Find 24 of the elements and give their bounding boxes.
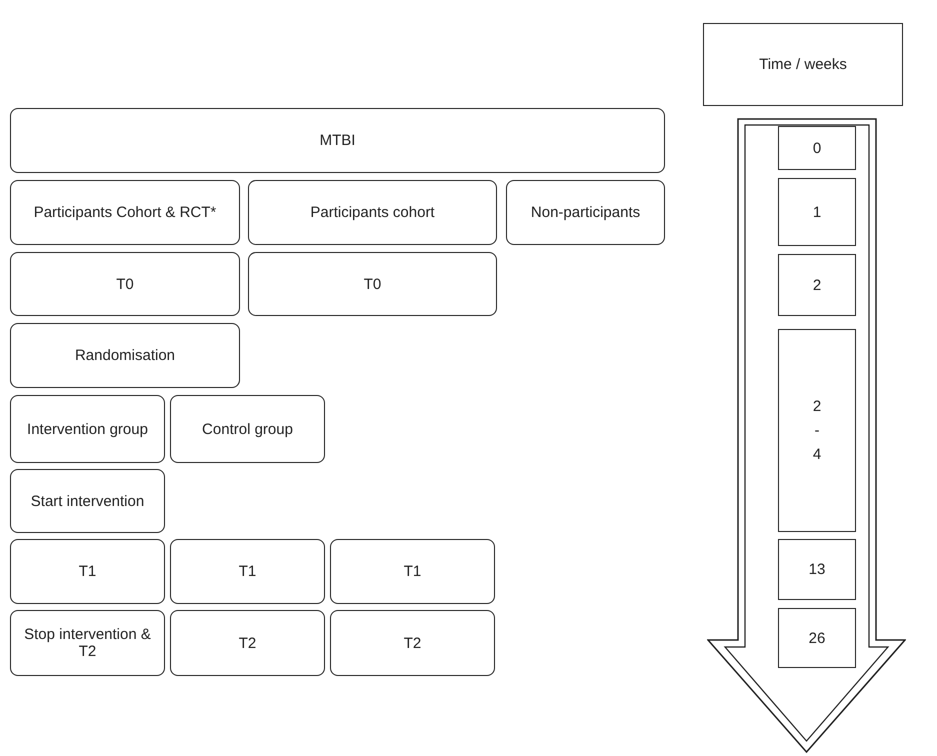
process-box: Stop intervention & T2 xyxy=(10,610,165,676)
process-box: Participants Cohort & RCT* xyxy=(10,180,240,245)
process-box: Randomisation xyxy=(10,323,240,388)
process-box: Participants cohort xyxy=(248,180,497,245)
time-label-box: Time / weeks xyxy=(703,23,903,106)
process-box: Intervention group xyxy=(10,395,165,463)
week-box: 1 xyxy=(778,178,856,246)
timeline-arrow xyxy=(707,118,906,754)
week-box: 2 xyxy=(778,254,856,316)
process-box: Start intervention xyxy=(10,469,165,533)
process-box: T2 xyxy=(170,610,325,676)
process-box: MTBI xyxy=(10,108,665,173)
week-box: 2 - 4 xyxy=(778,329,856,532)
week-box: 0 xyxy=(778,126,856,170)
process-box: T1 xyxy=(170,539,325,604)
process-box: T0 xyxy=(10,252,240,316)
process-box: Non-participants xyxy=(506,180,665,245)
process-box: Control group xyxy=(170,395,325,463)
process-box: T1 xyxy=(10,539,165,604)
process-box: T1 xyxy=(330,539,495,604)
week-box: 13 xyxy=(778,539,856,600)
process-box: T0 xyxy=(248,252,497,316)
week-box: 26 xyxy=(778,608,856,668)
process-box: T2 xyxy=(330,610,495,676)
